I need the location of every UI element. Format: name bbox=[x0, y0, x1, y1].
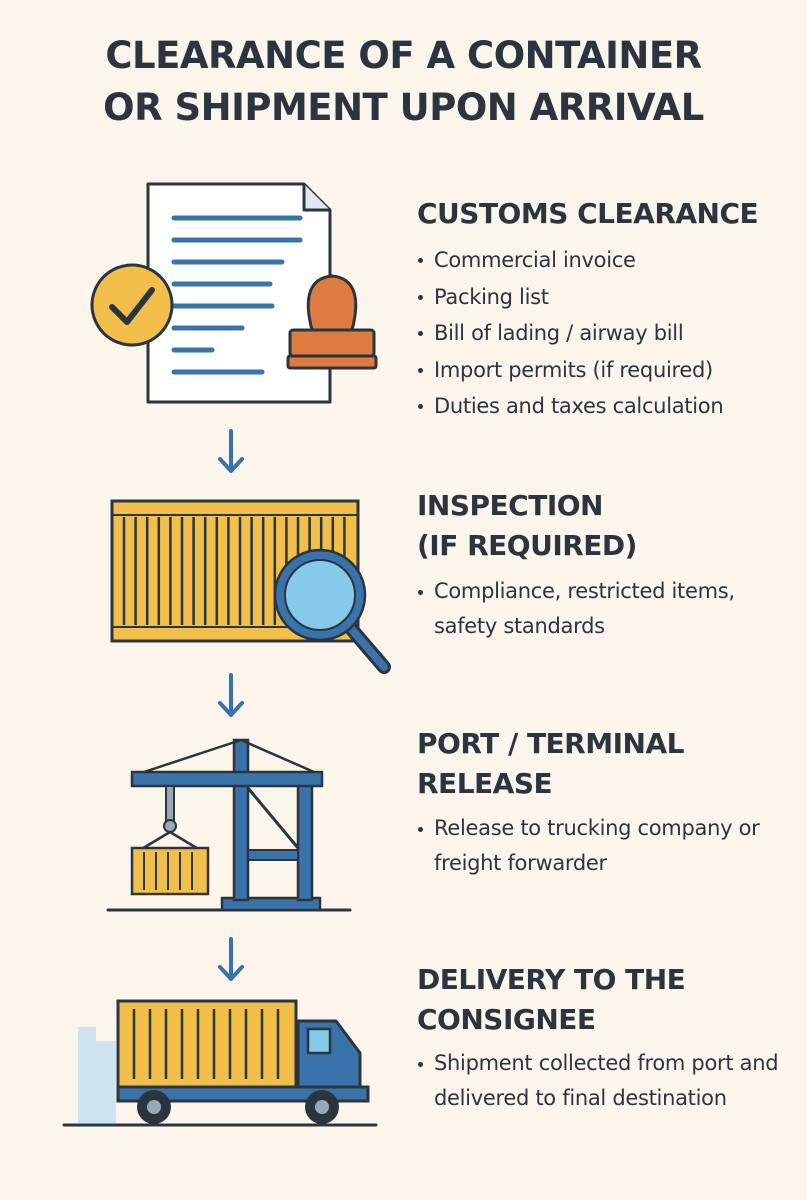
container-truck-icon bbox=[62, 999, 378, 1127]
step-title-inspection: INSPECTION (IF REQUIRED) bbox=[417, 489, 637, 562]
bullet-item: Commercial invoice bbox=[417, 242, 723, 279]
port-crane-icon bbox=[106, 738, 352, 912]
container-magnifier-icon bbox=[110, 499, 391, 674]
step-title-delivery-to-consignee: DELIVERY TO THE CONSIGNEE bbox=[417, 963, 686, 1036]
bullet-item: Packing list bbox=[417, 279, 723, 316]
step-title-customs-clearance: CUSTOMS CLEARANCE bbox=[417, 197, 759, 230]
down-arrow-icon bbox=[218, 937, 244, 981]
bullet-item: Duties and taxes calculation bbox=[417, 388, 724, 425]
bullet-item: Release to trucking company or freight f… bbox=[417, 811, 779, 881]
page-title-line-1: CLEARANCE OF A CONTAINER bbox=[105, 34, 702, 77]
down-arrow-icon bbox=[218, 429, 244, 473]
bullet-item: Compliance, restricted items, safety sta… bbox=[417, 574, 779, 644]
document-stamp-checkmark-icon bbox=[90, 182, 378, 404]
port-terminal-release-bullets: Release to trucking company or freight f… bbox=[417, 811, 779, 881]
inspection-bullets: Compliance, restricted items, safety sta… bbox=[417, 574, 779, 644]
delivery-bullets: Shipment collected from port and deliver… bbox=[417, 1046, 779, 1116]
customs-clearance-bullets: Commercial invoice Packing list Bill of … bbox=[417, 242, 724, 425]
down-arrow-icon bbox=[218, 673, 244, 717]
bullet-item: Bill of lading / airway bill bbox=[417, 315, 723, 352]
bullet-item: Import permits (if required) bbox=[417, 352, 723, 389]
page-title-line-2: OR SHIPMENT UPON ARRIVAL bbox=[103, 86, 704, 129]
bullet-item: Shipment collected from port and deliver… bbox=[417, 1046, 779, 1116]
step-title-port-terminal-release: PORT / TERMINAL RELEASE bbox=[417, 727, 684, 800]
page-title: CLEARANCE OF A CONTAINER OR SHIPMENT UPO… bbox=[0, 30, 807, 134]
